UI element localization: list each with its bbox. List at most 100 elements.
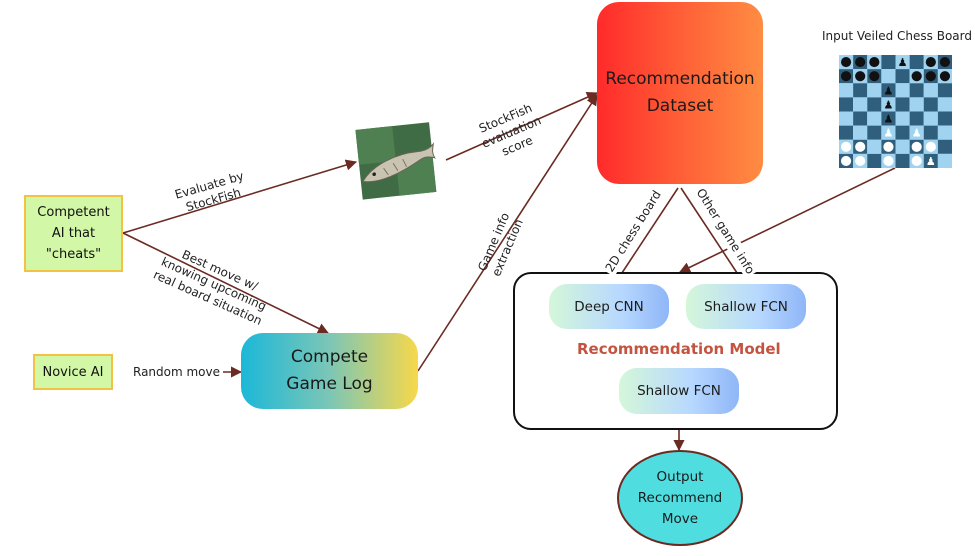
competent-ai-node: Competent AI that "cheats" xyxy=(24,195,123,272)
board-square xyxy=(923,83,938,98)
board-square xyxy=(839,83,854,98)
arrow-fish-to-dataset xyxy=(445,91,599,161)
shallow-fcn-bottom-label: Shallow FCN xyxy=(637,383,721,399)
white-piece-icon: ♟ xyxy=(926,155,936,168)
veiled-white-piece xyxy=(911,141,922,152)
board-square xyxy=(937,153,952,168)
board-square xyxy=(895,125,910,140)
board-square xyxy=(909,97,924,112)
board-square xyxy=(881,125,896,140)
black-piece-icon: ♟ xyxy=(884,84,894,97)
board-square xyxy=(853,97,868,112)
veiled-black-piece xyxy=(855,71,866,82)
board-square xyxy=(881,97,896,112)
board-square xyxy=(895,139,910,154)
board-square xyxy=(895,69,910,84)
recommendation-dataset-node: Recommendation Dataset xyxy=(597,2,763,184)
black-piece-icon: ♟ xyxy=(898,56,908,69)
competent-ai-line3: "cheats" xyxy=(45,247,102,262)
board-square xyxy=(853,111,868,126)
arrow-dataset-to-fcn xyxy=(680,187,746,286)
board-square xyxy=(937,83,952,98)
game-log-line1: Compete xyxy=(290,347,369,367)
arrow-competent-to-gamelog xyxy=(122,232,330,334)
board-square xyxy=(895,111,910,126)
board-square xyxy=(839,111,854,126)
dataset-line2: Dataset xyxy=(646,96,714,116)
game-log-node: Compete Game Log xyxy=(241,333,418,409)
veiled-black-piece xyxy=(939,71,951,82)
board-square xyxy=(923,111,938,126)
deep-cnn-label: Deep CNN xyxy=(574,298,644,315)
board-square xyxy=(881,111,896,126)
chess-board-title: Input Veiled Chess Board xyxy=(822,29,972,43)
white-piece-icon: ♟ xyxy=(912,127,922,140)
board-square xyxy=(937,111,952,126)
output-node: Output Recommend Move xyxy=(617,450,743,546)
veiled-black-piece xyxy=(869,56,880,68)
novice-ai-node: Novice AI xyxy=(33,354,113,390)
veiled-white-piece xyxy=(855,141,866,152)
board-square xyxy=(853,125,868,140)
board-square xyxy=(909,55,924,70)
board-square xyxy=(867,111,882,126)
veiled-white-piece xyxy=(840,141,852,152)
shallow-fcn-top-node: Shallow FCN xyxy=(686,284,806,329)
board-square xyxy=(937,97,952,112)
board-square xyxy=(867,153,882,168)
game-log-line2: Game Log xyxy=(286,374,373,394)
output-line2: Recommend xyxy=(637,489,723,506)
model-title: Recommendation Model xyxy=(577,340,781,358)
arrow-board-to-model xyxy=(678,167,896,273)
board-square xyxy=(867,125,882,140)
shallow-fcn-bottom-node: Shallow FCN xyxy=(619,368,739,414)
board-square xyxy=(867,139,882,154)
competent-ai-line2: AI that xyxy=(51,226,96,241)
arrow-dataset-to-cnn xyxy=(613,187,679,286)
board-square xyxy=(909,83,924,98)
board-square xyxy=(895,153,910,168)
board-square xyxy=(937,125,952,140)
veiled-white-piece xyxy=(855,155,866,167)
veiled-black-piece xyxy=(855,56,866,68)
veiled-white-piece xyxy=(883,141,894,152)
board-square xyxy=(895,55,910,70)
random-move-label: Random move xyxy=(130,365,224,380)
arrow-competent-to-fish xyxy=(122,159,358,234)
veiled-black-piece xyxy=(840,56,852,68)
board-square xyxy=(867,83,882,98)
veiled-black-piece xyxy=(840,71,852,82)
deep-cnn-node: Deep CNN xyxy=(549,284,669,329)
board-square xyxy=(923,97,938,112)
veiled-white-piece xyxy=(911,155,922,167)
board-square xyxy=(923,125,938,140)
novice-ai-label: Novice AI xyxy=(42,364,104,380)
board-square xyxy=(839,97,854,112)
output-line1: Output xyxy=(656,468,704,485)
board-square xyxy=(881,83,896,98)
board-square xyxy=(867,97,882,112)
board-square xyxy=(895,83,910,98)
veiled-white-piece xyxy=(883,155,894,167)
shallow-fcn-top-label: Shallow FCN xyxy=(704,298,788,315)
veiled-black-piece xyxy=(925,56,936,68)
black-piece-icon: ♟ xyxy=(884,98,894,111)
veiled-black-piece xyxy=(925,71,936,82)
stockfish-fish-icon xyxy=(353,122,437,202)
veiled-black-piece xyxy=(939,56,951,68)
board-square xyxy=(895,97,910,112)
veiled-white-piece xyxy=(925,141,936,152)
white-piece-icon: ♟ xyxy=(884,127,894,140)
board-square xyxy=(881,69,896,84)
board-square xyxy=(839,125,854,140)
veiled-white-piece xyxy=(840,155,852,167)
output-line3: Move xyxy=(661,510,699,527)
board-square xyxy=(923,153,938,168)
board-square xyxy=(853,83,868,98)
board-square xyxy=(909,111,924,126)
veiled-black-piece xyxy=(869,71,880,82)
board-square xyxy=(937,139,952,154)
dataset-line1: Recommendation xyxy=(605,69,755,89)
veiled-chess-board-image: ♟♟♟♟♟♟♟ xyxy=(839,55,952,168)
board-square xyxy=(881,55,896,70)
